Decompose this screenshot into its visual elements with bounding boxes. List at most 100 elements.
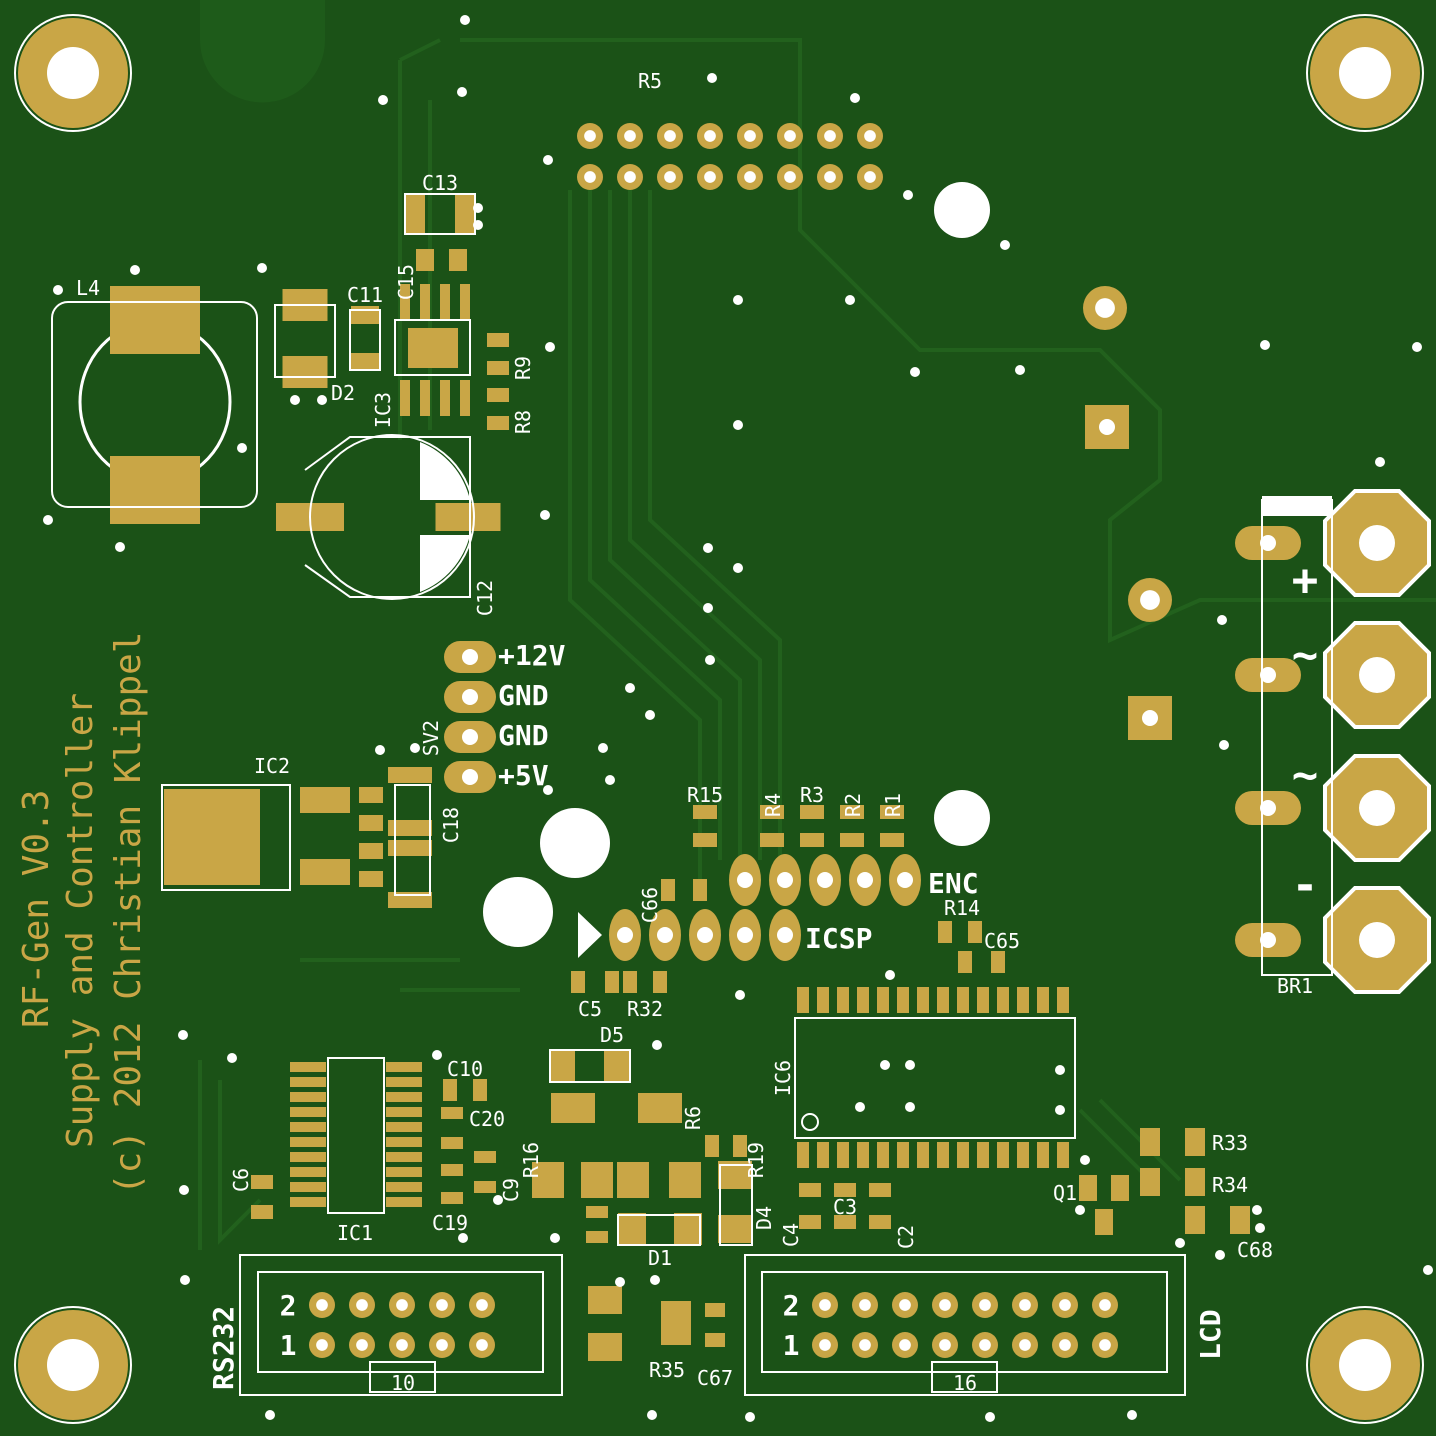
smd-pad	[300, 787, 350, 813]
drill-hole	[1260, 800, 1276, 816]
smd-pad	[1057, 987, 1069, 1013]
smd-pad	[997, 987, 1009, 1013]
drill-hole	[462, 689, 478, 705]
smd-pad	[474, 1151, 496, 1163]
via	[290, 395, 300, 405]
smd-pad	[693, 879, 707, 901]
designator-r2: R2	[841, 793, 865, 817]
via	[905, 1060, 915, 1070]
via	[703, 543, 713, 553]
designator-c65: C65	[984, 929, 1020, 953]
via	[598, 743, 608, 753]
smd-pad	[674, 1213, 702, 1245]
component-outline	[719, 1164, 753, 1246]
smd-pad	[837, 987, 849, 1013]
via	[1055, 1065, 1065, 1075]
connector-label-icsp: ICSP	[805, 922, 872, 955]
smd-pad	[799, 1215, 821, 1229]
smd-pad	[290, 1077, 326, 1087]
smd-pad	[977, 1142, 989, 1168]
drill-hole	[704, 171, 716, 183]
drill-hole	[476, 1339, 488, 1351]
smd-pad	[386, 1062, 422, 1072]
drill-hole	[664, 130, 676, 142]
designator-r19: R19	[744, 1142, 768, 1178]
smd-pad	[251, 1175, 273, 1189]
designator-c9: C9	[499, 1178, 523, 1202]
smd-pad	[869, 1215, 891, 1229]
smd-pad	[817, 1142, 829, 1168]
drill-hole	[617, 927, 633, 943]
component-outline	[794, 1017, 1076, 1139]
smd-pad	[797, 987, 809, 1013]
smd-pad	[760, 805, 784, 819]
component-outline	[1261, 499, 1333, 976]
drill-hole	[462, 649, 478, 665]
smd-pad	[837, 1142, 849, 1168]
via	[1423, 1265, 1433, 1275]
smd-pad	[880, 833, 904, 847]
via	[1127, 1410, 1137, 1420]
smd-pad	[300, 859, 350, 885]
smd-pad	[705, 1303, 725, 1317]
smd-pad	[623, 971, 637, 993]
drill-hole	[939, 1339, 951, 1351]
title-line: RF-Gen V0.3	[16, 790, 57, 1028]
designator-c68: C68	[1237, 1238, 1273, 1262]
smd-pad	[588, 1286, 622, 1314]
drill-hole	[897, 872, 913, 888]
smd-pad	[857, 987, 869, 1013]
designator-c5: C5	[578, 997, 602, 1021]
component-outline	[239, 1254, 563, 1396]
smd-pad	[487, 388, 509, 402]
via	[615, 1277, 625, 1287]
smd-pad	[877, 1142, 889, 1168]
designator-c11: C11	[347, 283, 383, 307]
drill-hole	[1095, 298, 1115, 318]
drill-hole	[1059, 1339, 1071, 1351]
lcd-pin2-label: 2	[783, 1289, 800, 1322]
smd-pad	[487, 361, 509, 375]
smd-pad	[386, 1137, 422, 1147]
smd-pad	[693, 833, 717, 847]
smd-pad	[551, 1093, 595, 1123]
smd-pad	[455, 194, 475, 234]
connector-label-enc: ENC	[928, 867, 979, 900]
drill-hole	[824, 130, 836, 142]
via	[43, 515, 53, 525]
smd-pad	[605, 971, 619, 993]
smd-pad	[705, 1135, 719, 1157]
smd-pad	[532, 1162, 564, 1198]
smd-pad	[386, 1077, 422, 1087]
drill-hole	[857, 872, 873, 888]
designator-r8: R8	[511, 410, 535, 434]
smd-pad	[487, 416, 509, 430]
smd-pad	[1017, 987, 1029, 1013]
component-outline	[349, 309, 381, 371]
smd-pad	[386, 1107, 422, 1117]
mounting-hole	[1339, 1339, 1391, 1391]
smd-pad	[1079, 1175, 1097, 1201]
drill-hole	[784, 171, 796, 183]
drill-hole	[476, 1299, 488, 1311]
connector-label-pin1: 1	[280, 1329, 297, 1362]
drill-hole	[704, 130, 716, 142]
designator-r16: R16	[519, 1142, 543, 1178]
designator-r33: R33	[1212, 1131, 1248, 1155]
drill-hole	[1260, 932, 1276, 948]
drill-hole	[316, 1299, 328, 1311]
smd-pad	[388, 840, 432, 856]
smd-pad	[549, 1049, 575, 1081]
designator-q1: Q1	[1053, 1181, 1077, 1205]
smd-pad	[937, 987, 949, 1013]
via	[652, 1040, 662, 1050]
smd-pad	[386, 1092, 422, 1102]
drill-hole	[819, 1299, 831, 1311]
via	[375, 745, 385, 755]
designator-r14: R14	[944, 896, 980, 920]
smd-pad	[1140, 1128, 1160, 1156]
drill-hole	[1019, 1299, 1031, 1311]
smd-pad	[760, 833, 784, 847]
drill-hole	[1140, 590, 1160, 610]
